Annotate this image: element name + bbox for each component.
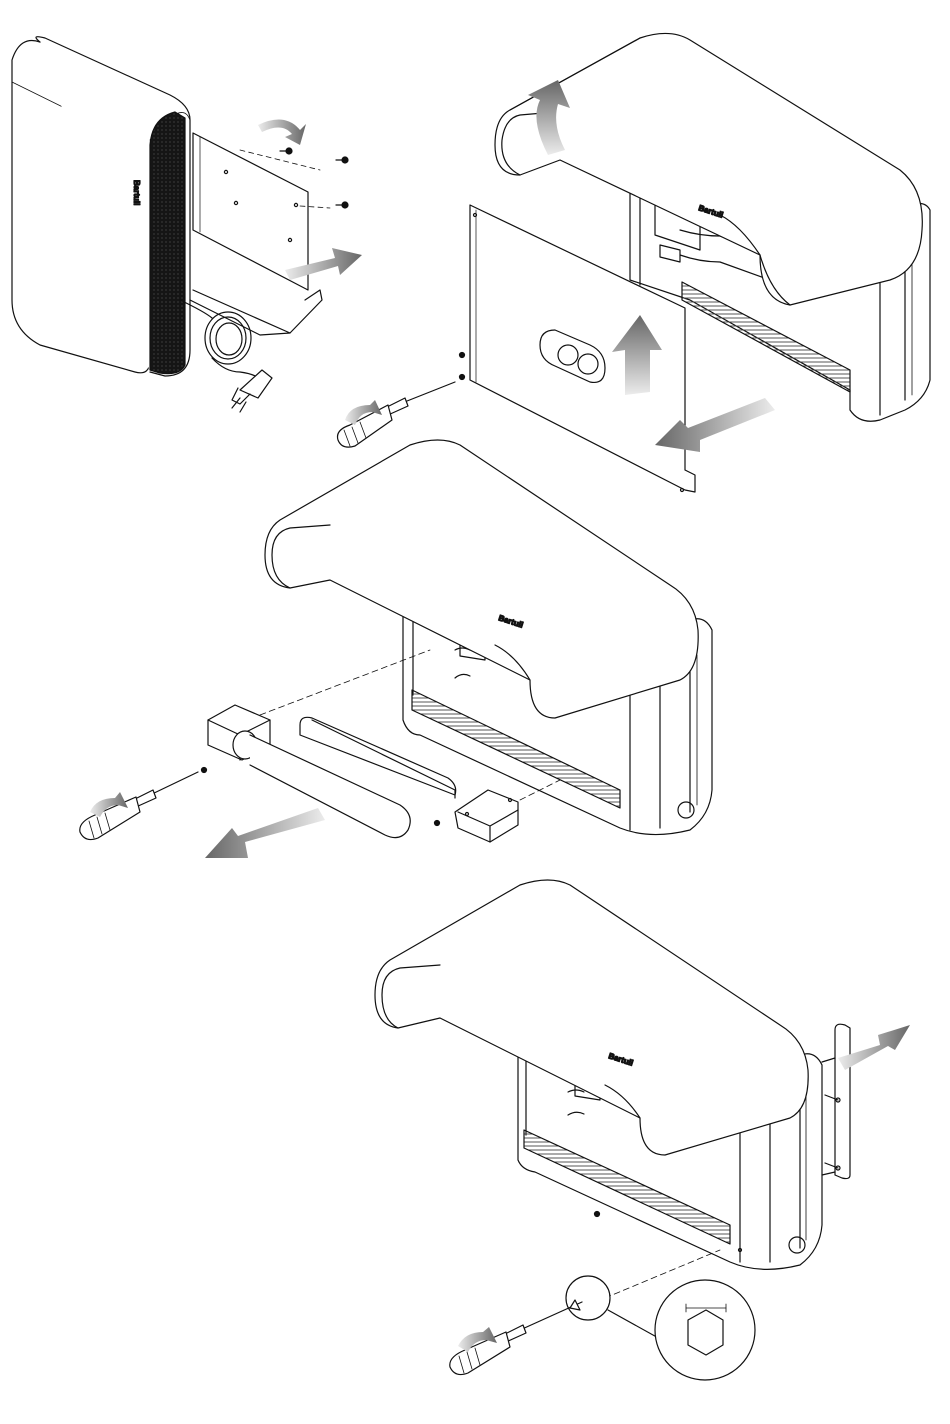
screwdriver-icon bbox=[80, 772, 198, 840]
step-1-detach-wall-bracket: Bartuli bbox=[12, 37, 362, 412]
step-4-remove-side-panel: Bartuli bbox=[375, 880, 910, 1380]
hex-nut-detail-icon bbox=[566, 1276, 755, 1380]
screwdriver-icon bbox=[450, 1300, 582, 1375]
wall-bracket bbox=[190, 133, 330, 335]
heater-body: Bartuli bbox=[12, 37, 190, 376]
rotation-arrow-icon bbox=[258, 120, 306, 145]
pull-out-arrow-icon bbox=[205, 808, 325, 858]
step-3-remove-heating-element: Bartuli bbox=[80, 440, 712, 858]
screw-icon bbox=[460, 353, 465, 380]
step-2-remove-side-cover: Bartuli bbox=[338, 33, 931, 492]
side-panel bbox=[822, 1024, 850, 1178]
brand-label: Bartuli bbox=[132, 180, 141, 205]
screwdriver-icon bbox=[338, 382, 456, 447]
